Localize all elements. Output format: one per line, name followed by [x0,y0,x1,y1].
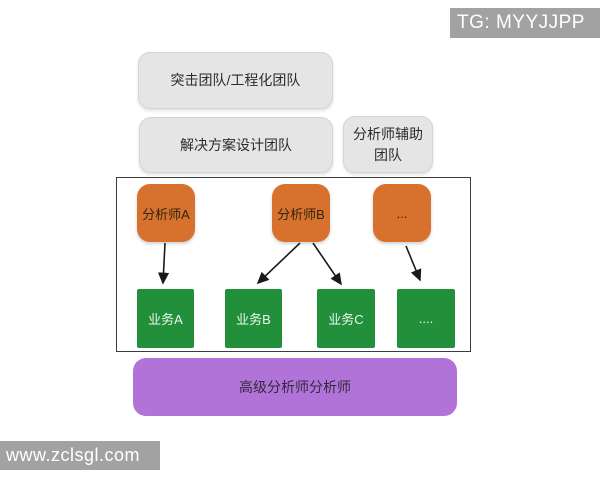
team-box-strike: 突击团队/工程化团队 [138,52,333,109]
business-node-b: 业务B [225,289,282,348]
senior-analyst-box: 高级分析师分析师 [133,358,457,416]
tg-watermark: TG: MYYJJPP [450,8,600,38]
analyst-node-b: 分析师B [272,184,330,242]
business-node-c: 业务C [317,289,375,348]
team-box-solution: 解决方案设计团队 [139,117,333,173]
org-frame [116,177,471,352]
team-box-assist: 分析师辅助团队 [343,116,433,173]
business-node-etc: .... [397,289,455,348]
analyst-node-etc: ... [373,184,431,242]
business-node-a: 业务A [137,289,194,348]
site-watermark: www.zclsgl.com [0,441,160,470]
analyst-node-a: 分析师A [137,184,195,242]
